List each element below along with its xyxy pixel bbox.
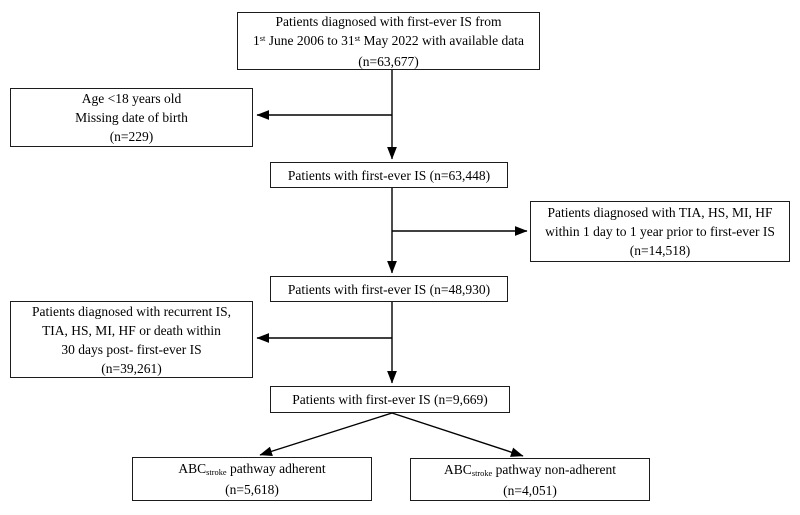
box-line: ABCstroke pathway adherent [178, 461, 326, 478]
box-line: Patients diagnosed with recurrent IS, [31, 303, 232, 319]
box-first-ever-is-48930: Patients with first-ever IS (n=48,930) [270, 276, 508, 302]
box-line: 1st June 2006 to 31st May 2022 with avai… [253, 32, 524, 48]
box-first-ever-is-63448: Patients with first-ever IS (n=63,448) [270, 162, 508, 188]
box-count: (n=14,518) [629, 243, 691, 258]
box-initial-cohort: Patients diagnosed with first-ever IS fr… [237, 12, 540, 70]
box-line: within 1 day to 1 year prior to first-ev… [545, 224, 775, 239]
box-line: Age <18 years old [81, 91, 182, 106]
box-count: (n=5,618) [225, 482, 279, 497]
box-excluded-prior-events: Patients diagnosed with TIA, HS, MI, HF … [530, 201, 790, 262]
box-count: (n=39,261) [101, 360, 162, 376]
box-line: TIA, HS, MI, HF or death within [42, 322, 221, 338]
box-first-ever-is-9669: Patients with first-ever IS (n=9,669) [270, 386, 510, 413]
box-excluded-age-missing-dob: Age <18 years old Missing date of birth … [10, 88, 253, 147]
box-line: Patients with first-ever IS (n=63,448) [287, 167, 491, 183]
box-line: Patients with first-ever IS (n=9,669) [292, 392, 488, 407]
box-line: Patients diagnosed with TIA, HS, MI, HF [547, 205, 773, 220]
box-abc-pathway-adherent: ABCstroke pathway adherent (n=5,618) [132, 457, 372, 501]
box-count: (n=63,677) [358, 53, 419, 69]
box-line: Missing date of birth [75, 110, 188, 125]
arrow-9669-to-nonadherent [391, 412, 524, 457]
arrow-9669-to-adherent [259, 412, 393, 457]
box-line: Patients with first-ever IS (n=48,930) [287, 281, 491, 297]
box-line: 30 days post- first-ever IS [61, 341, 202, 357]
box-abc-pathway-non-adherent: ABCstroke pathway non-adherent (n=4,051) [410, 458, 650, 501]
box-line: Patients diagnosed with first-ever IS fr… [275, 13, 502, 29]
box-count: (n=229) [109, 129, 154, 144]
box-line: ABCstroke pathway non-adherent [444, 461, 616, 478]
box-excluded-recurrent-events: Patients diagnosed with recurrent IS, TI… [10, 301, 253, 378]
box-count: (n=4,051) [503, 482, 557, 498]
